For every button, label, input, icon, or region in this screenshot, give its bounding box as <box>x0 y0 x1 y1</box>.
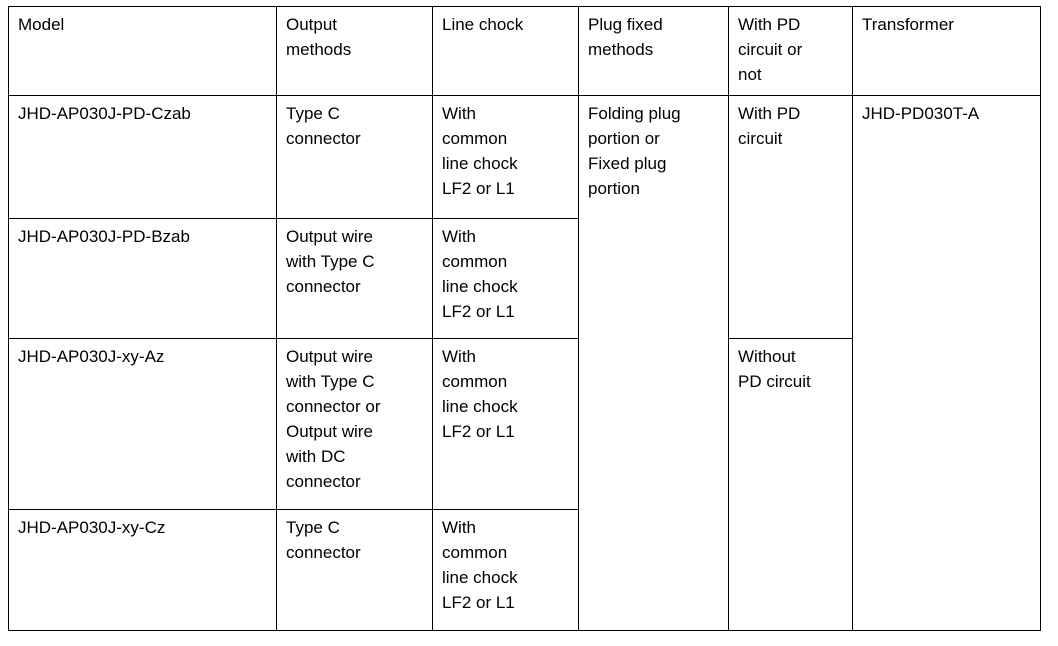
value-output-methods: Output wire with Type C connector <box>286 227 375 296</box>
column-header-model: Model <box>8 6 277 96</box>
cell-model: JHD-AP030J-xy-Az <box>8 338 277 510</box>
value-line-chock: With common line chock LF2 or L1 <box>442 347 518 441</box>
value-without-pd-circuit: Without PD circuit <box>738 347 811 391</box>
value-output-methods: Type C connector <box>286 518 361 562</box>
cell-line-chock: With common line chock LF2 or L1 <box>432 95 579 219</box>
column-header-output-methods: Output methods <box>276 6 433 96</box>
column-header-with-pd-circuit-or-not: With PD circuit or not <box>728 6 853 96</box>
header-label-line-chock: Line chock <box>442 15 524 34</box>
table-row: JHD-AP030J-xy-Cz Type C connector With c… <box>8 509 1041 631</box>
table-row: JHD-AP030J-PD-Bzab Output wire with Type… <box>8 218 1041 339</box>
value-line-chock: With common line chock LF2 or L1 <box>442 227 518 321</box>
column-header-line-chock: Line chock <box>432 6 579 96</box>
cell-line-chock: With common line chock LF2 or L1 <box>432 338 579 510</box>
table-row: JHD-AP030J-xy-Az Output wire with Type C… <box>8 338 1041 631</box>
header-label-output-methods: Output methods <box>286 15 352 59</box>
header-label-with-pd-circuit-or-not: With PD circuit or not <box>738 15 803 84</box>
value-model: JHD-AP030J-xy-Az <box>18 347 165 366</box>
table-row: JHD-AP030J-PD-Czab Type C connector With… <box>8 95 1041 631</box>
value-model: JHD-AP030J-xy-Cz <box>18 518 166 537</box>
value-plug-fixed-methods: Folding plug portion or Fixed plug porti… <box>588 104 681 198</box>
cell-model: JHD-AP030J-xy-Cz <box>8 509 277 631</box>
cell-with-pd-circuit-merged: With PD circuit <box>728 95 853 339</box>
spec-table-container: Model Output methods Line chock Plug fix… <box>8 6 1041 631</box>
cell-model: JHD-AP030J-PD-Czab <box>8 95 277 219</box>
product-spec-table: Model Output methods Line chock Plug fix… <box>8 6 1041 631</box>
cell-line-chock: With common line chock LF2 or L1 <box>432 509 579 631</box>
cell-output-methods: Output wire with Type C connector <box>276 218 433 339</box>
cell-transformer-merged: JHD-PD030T-A <box>852 95 1041 631</box>
cell-output-methods: Type C connector <box>276 95 433 219</box>
column-header-transformer: Transformer <box>852 6 1041 96</box>
cell-output-methods: Output wire with Type C connector or Out… <box>276 338 433 510</box>
cell-model: JHD-AP030J-PD-Bzab <box>8 218 277 339</box>
value-model: JHD-AP030J-PD-Bzab <box>18 227 190 246</box>
cell-plug-fixed-methods-merged: Folding plug portion or Fixed plug porti… <box>578 95 729 631</box>
value-line-chock: With common line chock LF2 or L1 <box>442 104 518 198</box>
header-label-transformer: Transformer <box>862 15 954 34</box>
header-label-model: Model <box>18 15 65 34</box>
cell-without-pd-circuit-merged: Without PD circuit <box>728 338 853 631</box>
value-with-pd-circuit: With PD circuit <box>738 104 801 148</box>
table-header-row: Model Output methods Line chock Plug fix… <box>8 6 1041 96</box>
value-transformer: JHD-PD030T-A <box>862 104 980 123</box>
column-header-plug-fixed-methods: Plug fixed methods <box>578 6 729 96</box>
cell-output-methods: Type C connector <box>276 509 433 631</box>
value-output-methods: Output wire with Type C connector or Out… <box>286 347 381 491</box>
value-model: JHD-AP030J-PD-Czab <box>18 104 191 123</box>
value-output-methods: Type C connector <box>286 104 361 148</box>
header-label-plug-fixed-methods: Plug fixed methods <box>588 15 663 59</box>
value-line-chock: With common line chock LF2 or L1 <box>442 518 518 612</box>
cell-line-chock: With common line chock LF2 or L1 <box>432 218 579 339</box>
